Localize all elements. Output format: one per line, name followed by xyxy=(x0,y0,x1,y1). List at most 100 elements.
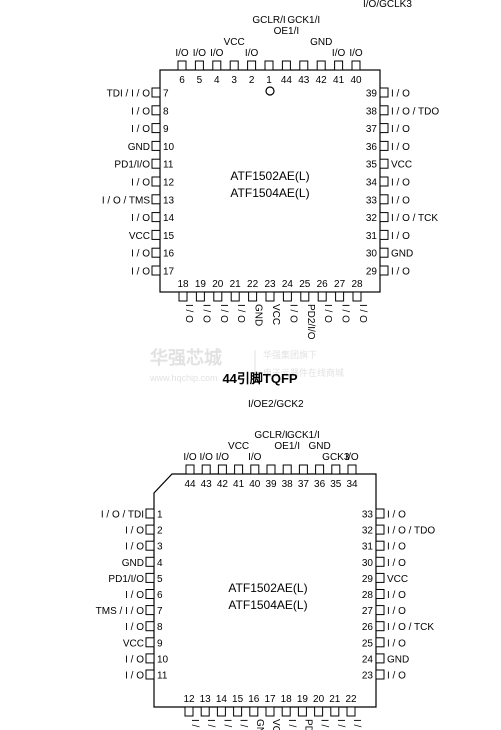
pin-number: 20 xyxy=(212,279,224,290)
pin-label: I / O xyxy=(131,178,150,189)
pin-label: I / O xyxy=(287,304,298,323)
pin-number: 35 xyxy=(330,479,342,490)
pin-label: PD2/I/O xyxy=(302,719,313,730)
pin-number: 10 xyxy=(163,142,175,153)
pin-pad xyxy=(250,464,260,475)
pin-label: I/O xyxy=(210,48,224,59)
watermark-slogan-2: 电子元器件在线商城 xyxy=(263,367,344,378)
pin-pad xyxy=(216,706,226,717)
pin-label: I / O xyxy=(125,526,144,537)
pin-number: 14 xyxy=(216,694,228,705)
pin-label: I / O xyxy=(387,671,406,682)
pin-label: I / O xyxy=(125,654,144,665)
pin-label: I / O xyxy=(391,142,410,153)
pin-pad xyxy=(145,572,155,583)
pin-number: 34 xyxy=(346,479,358,490)
pin-number: 13 xyxy=(163,195,175,206)
pin-pad xyxy=(379,194,389,205)
pin-label: I / O / TDI xyxy=(101,510,144,521)
pin-number: 31 xyxy=(366,231,378,242)
pin-number: 12 xyxy=(163,178,175,189)
pin-number: 24 xyxy=(282,279,294,290)
top-pin-42: 42I/O xyxy=(216,452,230,490)
tqfp-caption: 44引脚TQFP xyxy=(222,371,297,386)
pin-label: I / O / TCK xyxy=(391,213,438,224)
pin-number: 16 xyxy=(163,249,175,260)
pin-pad xyxy=(331,464,341,475)
pin-number: 3 xyxy=(157,542,163,553)
pin-number: 6 xyxy=(179,75,185,86)
top-pin-4: 4I/O xyxy=(210,48,224,86)
pin-label: GCLR/I xyxy=(254,430,287,441)
bottom-pin-21: 21I / O xyxy=(230,279,247,323)
bottom-pin-12: 12I / O xyxy=(183,694,200,730)
left-pin-8: 8I / O xyxy=(131,105,169,117)
pin-number: 41 xyxy=(333,75,345,86)
pin-label: I/O xyxy=(200,452,214,463)
pin-pad xyxy=(375,653,385,664)
pin-label: I / O xyxy=(391,195,410,206)
pin-pad xyxy=(145,653,155,664)
pin-number: 22 xyxy=(247,279,259,290)
pin-label: I / O xyxy=(391,267,410,278)
pin-number: 30 xyxy=(362,558,374,569)
pin-number: 12 xyxy=(183,694,195,705)
pin-label: VCC xyxy=(270,719,281,730)
pin-pad xyxy=(145,605,155,616)
pin-pad xyxy=(282,291,292,302)
pin-number: 19 xyxy=(195,279,207,290)
pin-label: I / O xyxy=(387,638,406,649)
pin-pad xyxy=(346,706,356,717)
pin-pad xyxy=(317,291,327,302)
pin-number: 18 xyxy=(281,694,293,705)
plcc-chip-name-2: ATF1504AE(L) xyxy=(228,598,307,612)
pin-number: 1 xyxy=(266,75,272,86)
pin-number: 8 xyxy=(157,622,163,633)
pin-pad xyxy=(379,105,389,116)
pin-number: 3 xyxy=(231,75,237,86)
pin-number: 11 xyxy=(157,671,168,682)
pin-label: I / O xyxy=(131,124,150,135)
pin-label: I / O / TDO xyxy=(387,526,435,537)
pin-number: 42 xyxy=(316,75,328,86)
pin-number: 20 xyxy=(313,694,325,705)
pin-label: I/O xyxy=(345,452,359,463)
pin-label: I / O xyxy=(391,124,410,135)
pin-pad xyxy=(330,706,340,717)
pin-pad xyxy=(184,706,194,717)
pin-label: GCK1/I xyxy=(287,15,320,26)
pin-pad xyxy=(347,464,357,475)
pin-pad xyxy=(299,60,309,71)
pin-number: 32 xyxy=(366,213,378,224)
top-pin-43: 43I/O xyxy=(200,452,214,490)
pin-pad xyxy=(379,140,389,151)
pin-label: I / O xyxy=(221,719,232,730)
pin-pad xyxy=(177,60,187,71)
pin-pad xyxy=(201,464,211,475)
pin-pad xyxy=(185,464,195,475)
pin-pad xyxy=(375,524,385,535)
pin-number: 15 xyxy=(163,231,175,242)
pin-label: GND xyxy=(308,441,330,452)
left-pin-9: 9I / O xyxy=(131,123,169,135)
pin-number: 41 xyxy=(233,479,245,490)
pin-label: I/O xyxy=(183,452,197,463)
pin-number: 2 xyxy=(157,526,163,537)
pin-label: GCK1/I xyxy=(287,430,320,441)
bottom-pin-16: 16GND xyxy=(248,694,265,730)
pin-label: GND xyxy=(254,719,265,730)
